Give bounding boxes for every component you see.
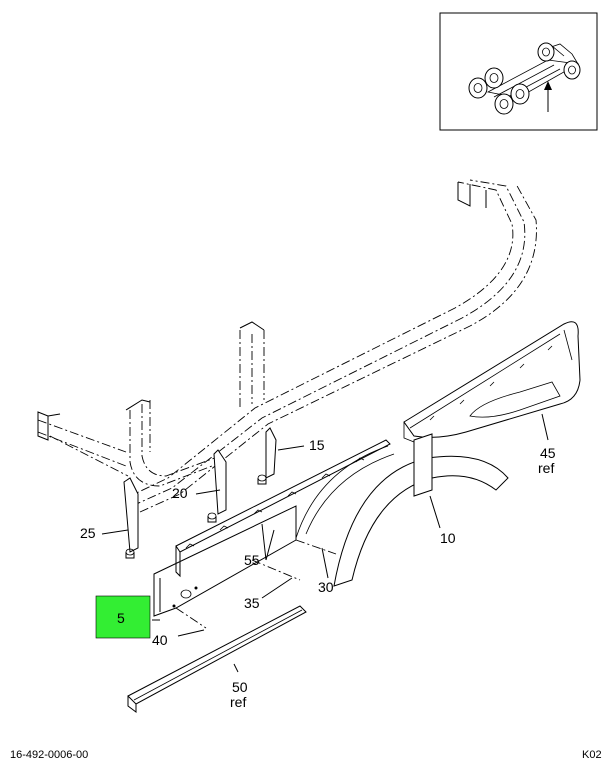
callout-35[interactable]: 35 — [244, 595, 260, 611]
callout-labels: 5 10 15 20 25 30 35 40 45 ref 50 ref 55 — [80, 437, 556, 710]
callout-25[interactable]: 25 — [80, 525, 96, 541]
sheet-code: K02 — [582, 749, 602, 761]
callout-30[interactable]: 30 — [318, 579, 334, 595]
chassis-thumbnail-icon — [468, 42, 581, 115]
locator-inset — [439, 12, 598, 131]
callout-5[interactable]: 5 — [117, 610, 125, 626]
bracket-part-20 — [207, 449, 227, 523]
callout-45[interactable]: 45 — [540, 445, 556, 461]
bracket-part-25 — [123, 477, 139, 559]
callout-15[interactable]: 15 — [309, 437, 325, 453]
side-panel-part-5 — [153, 439, 391, 629]
callout-20[interactable]: 20 — [172, 485, 188, 501]
bracket-part-15 — [257, 427, 277, 485]
location-arrow-icon — [544, 81, 552, 112]
highlight-box-part-5 — [95, 595, 151, 639]
callout-50[interactable]: 50 — [232, 679, 248, 695]
callout-10[interactable]: 10 — [440, 530, 456, 546]
rear-fairing-part-45 — [403, 321, 581, 497]
callout-40[interactable]: 40 — [152, 632, 168, 648]
callout-55[interactable]: 55 — [244, 552, 260, 568]
wheel-arch-part-10 — [295, 445, 509, 587]
step-trim-part-50 — [127, 605, 307, 713]
callout-50-ref: ref — [230, 694, 246, 710]
callout-45-ref: ref — [538, 460, 554, 476]
cab-phantom-outline — [37, 179, 537, 513]
leader-lines — [101, 413, 549, 673]
drawing-number: 16-492-0006-00 — [10, 749, 88, 761]
